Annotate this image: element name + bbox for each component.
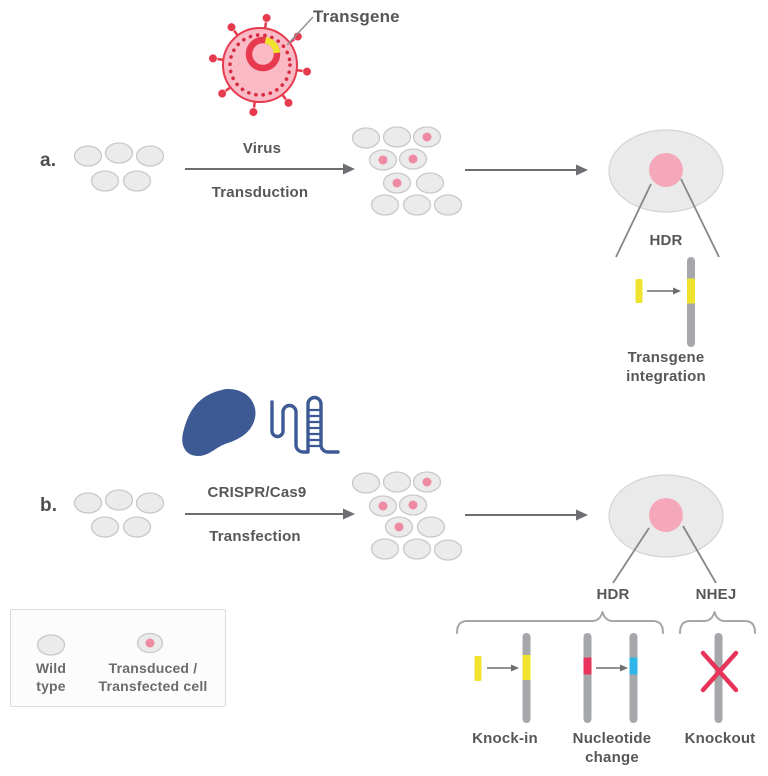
- integrated-transgene-segment: [687, 278, 695, 304]
- nucleotide-change-diagram: [583, 633, 638, 723]
- step-arrow-a: [185, 163, 355, 175]
- virus-icon: [208, 13, 312, 117]
- nucleus-b: [649, 498, 683, 532]
- cell-cluster-wild-a: [73, 142, 165, 192]
- wild-type-cell-icon: [36, 634, 66, 656]
- cell-large-b: [608, 474, 724, 558]
- cell-large-a: [608, 129, 724, 213]
- chromosome-bar: [583, 633, 592, 723]
- pathway-lines-a: [615, 178, 720, 258]
- cas9-protein-icon: [182, 388, 256, 456]
- x-icon: [700, 650, 739, 693]
- knock-in-diagram-a: [635, 257, 695, 347]
- original-nucleotide-segment: [583, 657, 592, 675]
- integrated-transgene-segment: [522, 655, 531, 680]
- cell-cluster-wild-b: [73, 489, 165, 538]
- guide-rna-icon: [270, 395, 340, 454]
- hdr-b-label: HDR: [596, 586, 630, 603]
- cell-cluster-transduced-a: [351, 126, 463, 216]
- transgene-segment-arc: [264, 37, 281, 54]
- transgene-integration-label: Transgene integration: [626, 349, 706, 386]
- donor-dna-bar: [635, 279, 643, 303]
- nucleus-a: [649, 153, 683, 187]
- legend-transduced-label: Transduced / Transfected cell: [98, 660, 208, 694]
- changed-nucleotide-segment: [629, 657, 638, 675]
- plasmid-ring: [245, 36, 281, 72]
- knock-in-label: Knock-in: [472, 730, 538, 747]
- knockout-diagram: [700, 633, 739, 723]
- step-a-process-label: Transduction: [211, 184, 309, 201]
- step-a-method-label: Virus: [242, 140, 282, 157]
- pathway-lines-b: [612, 525, 717, 584]
- transduced-cell-icon: [136, 632, 164, 654]
- panel-b-label: b.: [40, 495, 58, 516]
- chromosome-bar: [714, 633, 723, 723]
- nhej-brace: [679, 611, 756, 634]
- chromosome-bar: [629, 633, 638, 723]
- cell-cluster-transfected-b: [351, 471, 463, 561]
- legend-box: [10, 609, 226, 707]
- hdr-brace: [456, 611, 664, 634]
- panel-a-label: a.: [40, 150, 57, 171]
- hdr-a-label: HDR: [649, 232, 683, 249]
- capsid-dotted-ring: [228, 33, 292, 97]
- nhej-label: NHEJ: [695, 586, 737, 603]
- knockout-label: Knockout: [684, 730, 756, 747]
- knock-in-diagram-b: [474, 633, 531, 723]
- step-b-method-label: CRISPR/Cas9: [207, 484, 307, 501]
- transgene-pointer-line: [286, 16, 314, 46]
- donor-dna-bar: [474, 656, 482, 681]
- step-arrow-b: [185, 508, 355, 520]
- legend-wild-type-label: Wild type: [35, 660, 67, 694]
- transfer-arrow-b: [465, 509, 588, 521]
- transgene-callout-label: Transgene: [313, 7, 400, 26]
- step-b-process-label: Transfection: [209, 528, 301, 545]
- transfer-arrow-a: [465, 164, 588, 176]
- nucleotide-change-label: Nucleotide change: [572, 730, 652, 767]
